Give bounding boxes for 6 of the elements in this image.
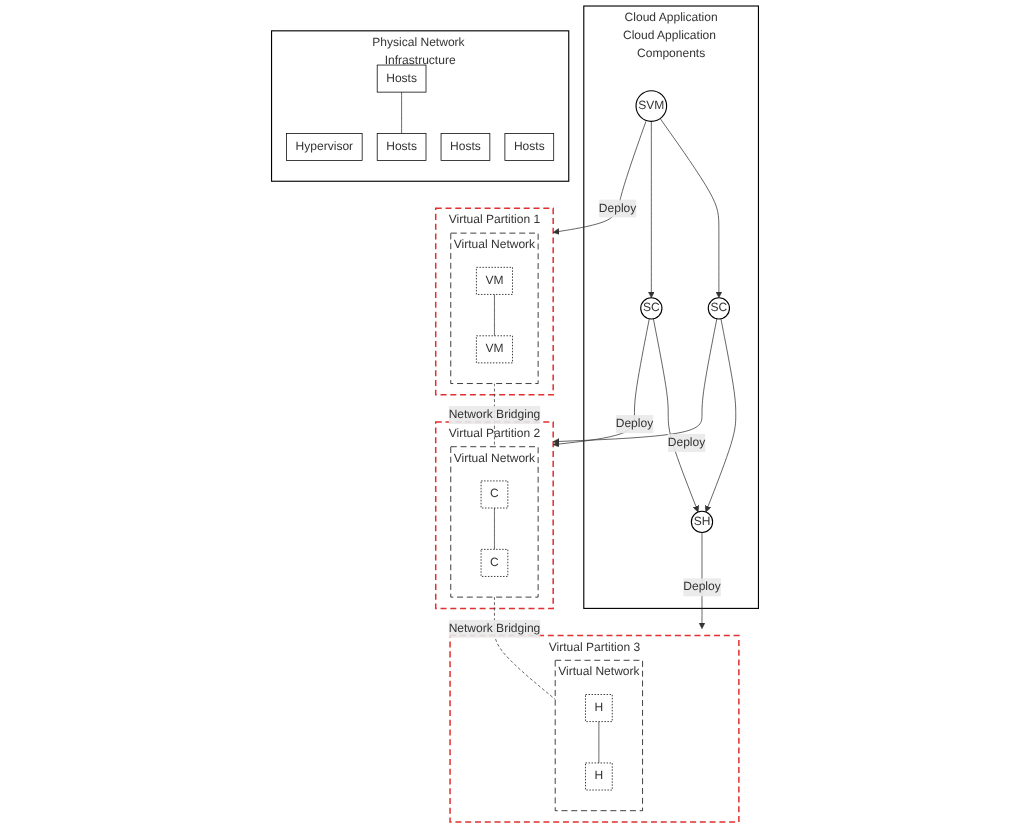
connector (494, 294, 495, 337)
connector (401, 91, 402, 134)
connector (598, 721, 600, 764)
connector (494, 507, 495, 550)
connector (494, 596, 556, 700)
connector (494, 383, 495, 448)
